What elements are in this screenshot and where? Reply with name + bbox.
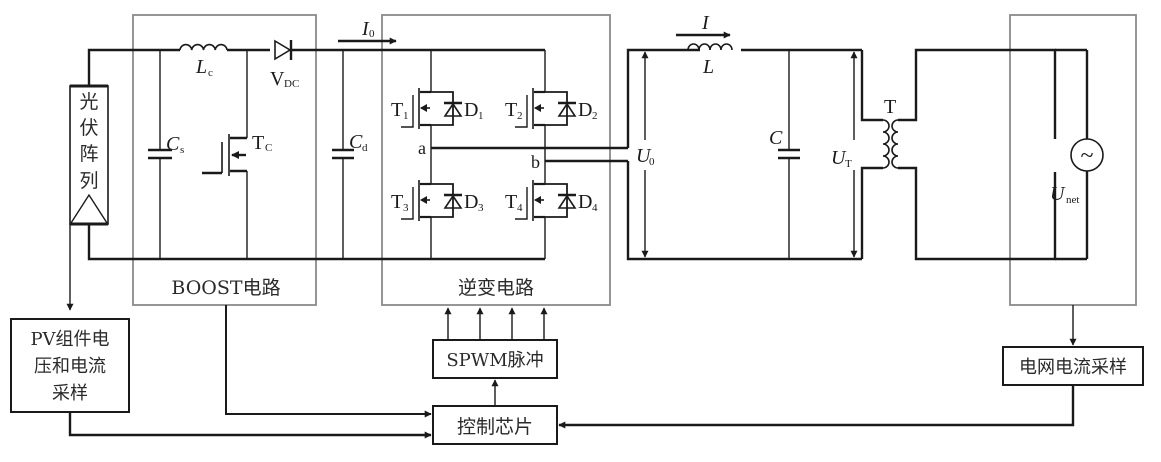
switch-subscript: 3 [403, 202, 409, 214]
inductor-l: L [687, 43, 733, 78]
switch-label: T [505, 99, 517, 121]
inverter-bridge [430, 50, 546, 259]
voltage-u0-arrow: U 0 [636, 51, 655, 258]
node-b-label: b [531, 152, 540, 172]
inverter-box-label: 逆变电路 [458, 277, 534, 299]
l-symbol: L [702, 56, 714, 78]
i0-symbol: I [361, 18, 370, 40]
diode-label: D [578, 191, 592, 213]
switch-subscript: 2 [517, 110, 523, 122]
transformer: T [860, 48, 1057, 261]
vdc-subscript: DC [284, 78, 299, 90]
diode-label: D [578, 99, 592, 121]
pv-label-char: 伏 [79, 117, 98, 139]
controller-block: 控制芯片 [432, 379, 558, 445]
switch-label: T [391, 191, 403, 213]
diode-vdc: V DC [270, 39, 299, 90]
pv-sampling-line: 压和电流 [34, 356, 106, 377]
spwm-label: SPWM脉冲 [446, 350, 543, 371]
switch-label: T [505, 191, 517, 213]
grid-source: ~ U net [1050, 48, 1104, 261]
c-symbol: C [769, 127, 783, 149]
boost-box-label: BOOST电路 [171, 277, 280, 299]
pv-array-symbol-icon [70, 193, 108, 224]
grid-sampling-label: 电网电流采样 [1019, 357, 1127, 378]
boost-to-controller-wire [225, 305, 432, 418]
ut-subscript: T [845, 158, 852, 170]
controller-label: 控制芯片 [457, 416, 533, 438]
dc-bottom-rail [87, 224, 545, 261]
grid-sampling-block: 电网电流采样 [1002, 305, 1144, 386]
filter-bottom-wire [626, 161, 862, 261]
transformer-label: T [884, 96, 896, 118]
vdc-symbol: V [270, 68, 285, 90]
switch-subscript: 1 [403, 110, 409, 122]
pv-sampling-line: 采样 [52, 383, 88, 404]
capacitor-cs: C s [148, 50, 184, 259]
diode-subscript: 2 [592, 110, 598, 122]
diode-subscript: 4 [592, 202, 598, 214]
cs-subscript: s [180, 144, 184, 156]
filter-top-wire [626, 48, 700, 148]
dc-top-rail [87, 48, 180, 86]
ut-symbol: U [831, 147, 847, 169]
pv-sampling-to-controller-wire [68, 412, 432, 439]
boost-group-box [132, 14, 317, 306]
unet-subscript: net [1066, 194, 1079, 206]
cd-symbol: C [349, 131, 363, 153]
capacitor-cd: C d [332, 50, 368, 259]
i-symbol: I [701, 12, 710, 34]
lc-symbol: L [195, 56, 207, 78]
ac-source-icon: ~ [1081, 143, 1094, 169]
capacitor-c: C [769, 50, 800, 259]
pv-label-char: 阵 [79, 143, 98, 165]
switch-subscript: 4 [517, 202, 523, 214]
cs-symbol: C [166, 133, 180, 155]
pv-sampling-line: PV组件电 [30, 329, 109, 350]
diode-subscript: 1 [478, 110, 484, 122]
unet-symbol: U [1050, 183, 1066, 205]
current-i-arrow: I [676, 12, 731, 39]
voltage-ut-arrow: U T [831, 51, 858, 258]
pv-label-char: 光 [79, 91, 98, 113]
grid-sampling-to-controller-wire [558, 385, 1075, 429]
cd-subscript: d [362, 142, 368, 154]
tc-symbol: T [252, 132, 264, 154]
diode-label: D [464, 191, 478, 213]
tc-subscript: C [265, 142, 272, 154]
node-a-label: a [418, 138, 426, 158]
pv-label-char: 列 [79, 170, 98, 192]
current-i0-arrow: I 0 [338, 18, 397, 45]
lc-subscript: c [208, 67, 213, 79]
inductor-lc: L c [179, 43, 228, 79]
pv-sampling-block: PV组件电 压和电流 采样 [10, 224, 130, 413]
diode-label: D [464, 99, 478, 121]
switch-label: T [391, 99, 403, 121]
diode-subscript: 3 [478, 202, 484, 214]
u0-subscript: 0 [649, 156, 655, 168]
switch-tc: T C [202, 50, 272, 259]
u0-symbol: U [636, 145, 652, 167]
spwm-block: SPWM脉冲 [432, 307, 558, 379]
i0-subscript: 0 [369, 28, 375, 40]
pv-array: 光 伏 阵 列 [69, 84, 109, 226]
